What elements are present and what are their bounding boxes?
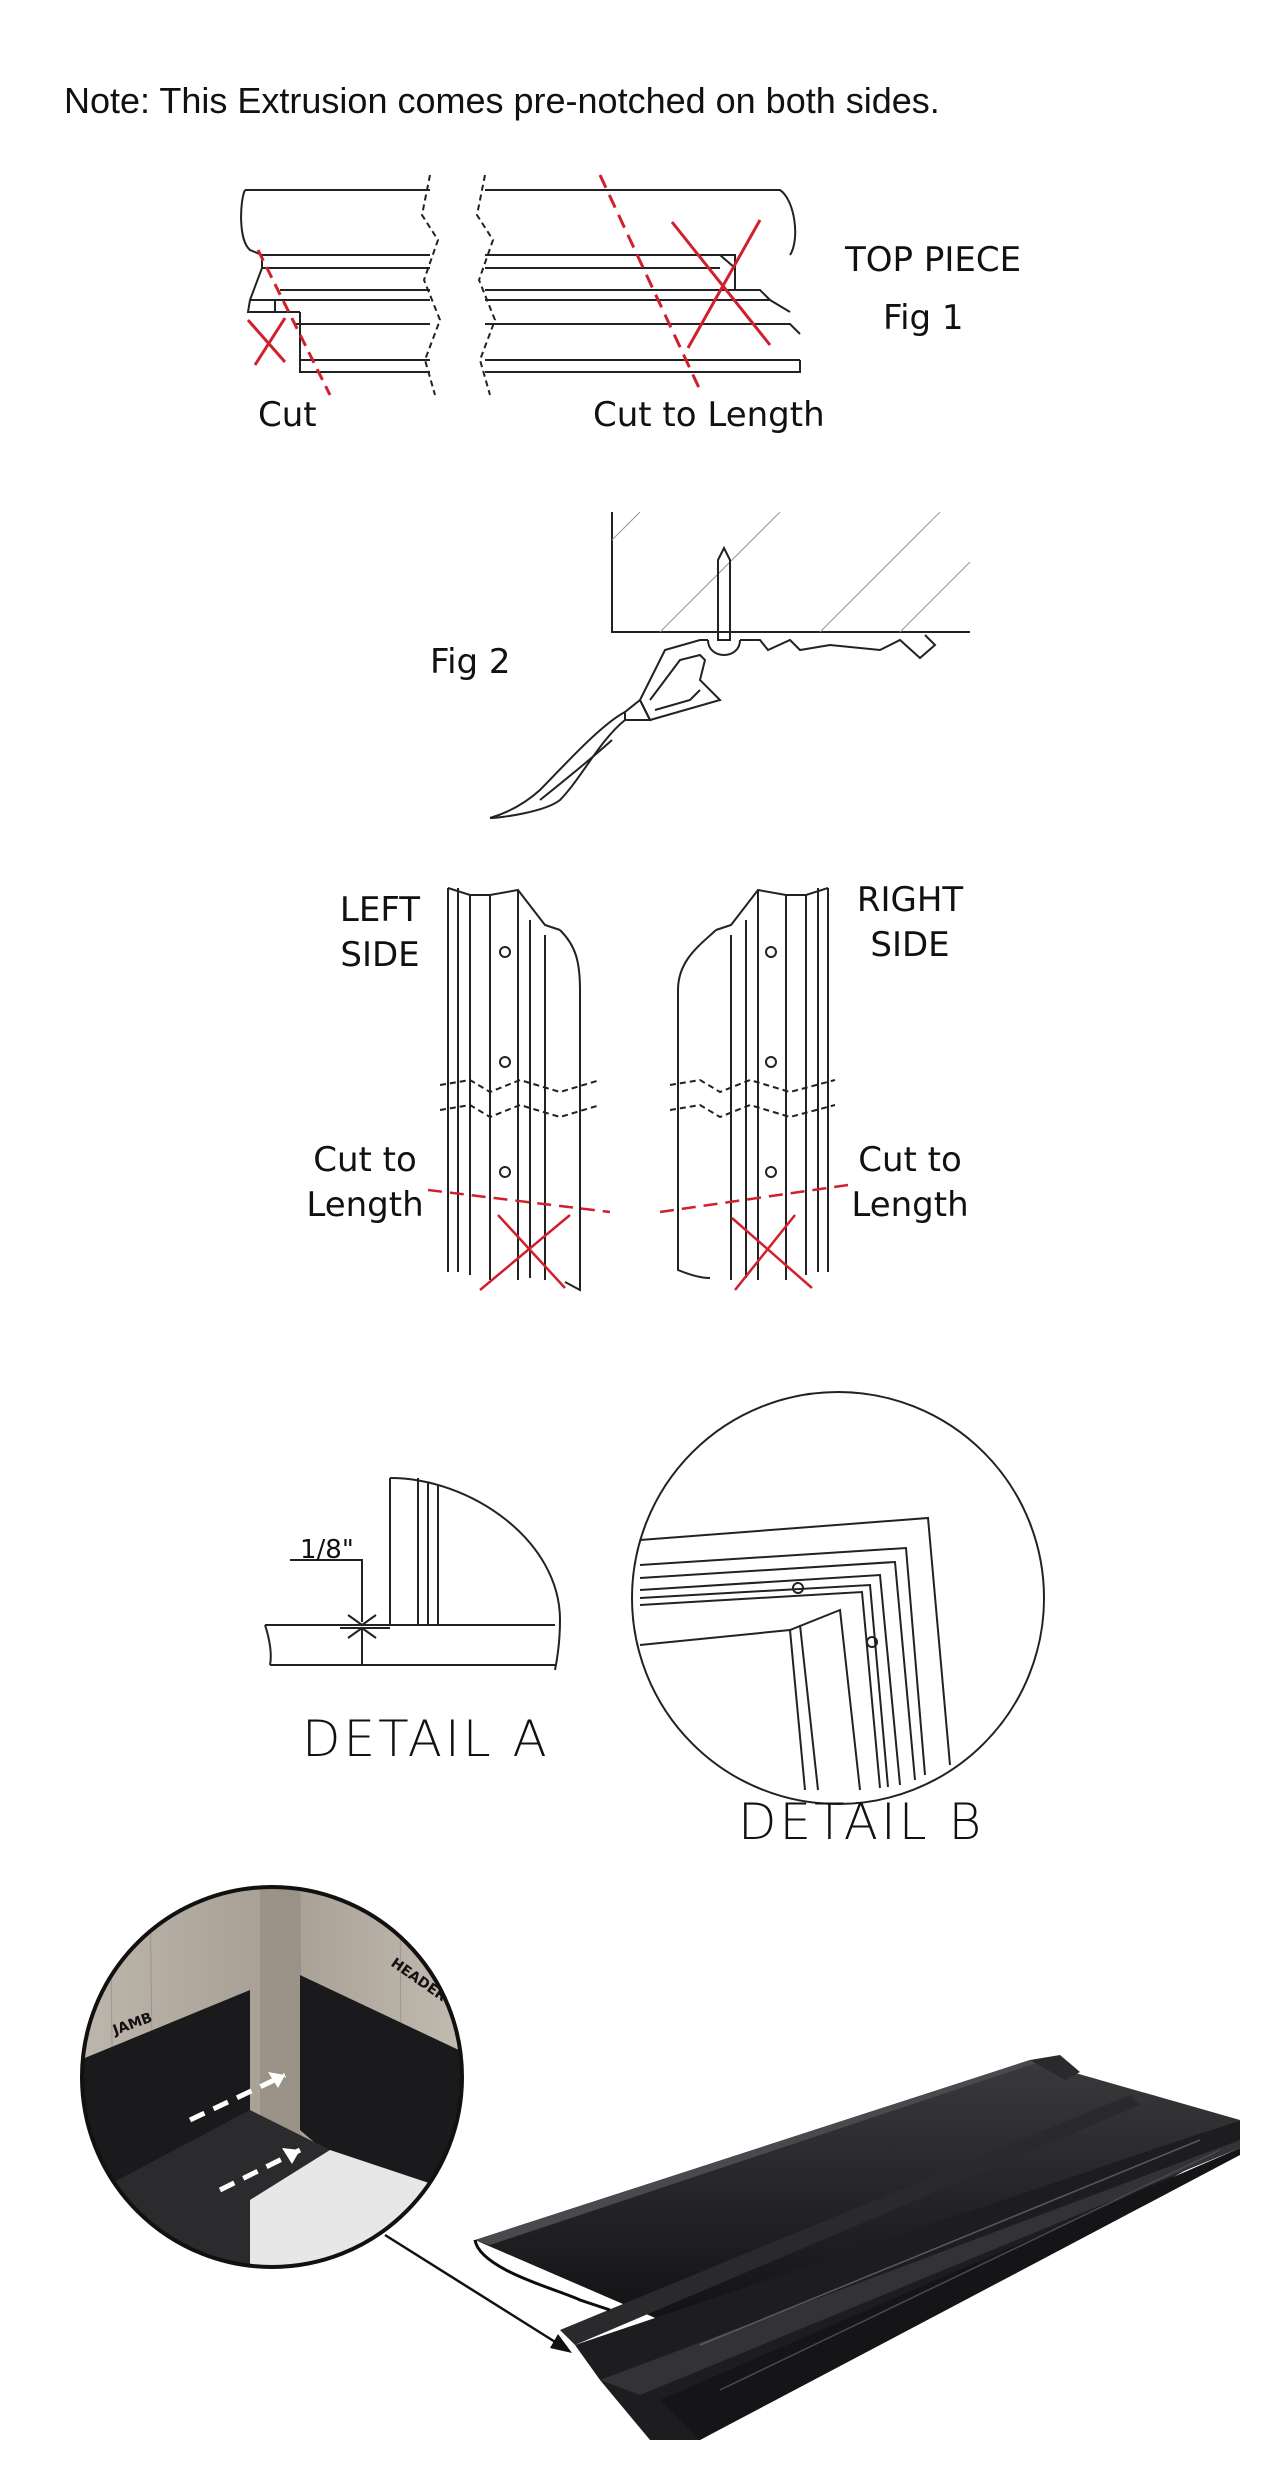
left-cut-label-line1: Cut to	[313, 1140, 417, 1180]
right-cut-label-line2: Length	[851, 1185, 969, 1225]
photo-header-label: HEADER	[388, 1955, 450, 2005]
left-side-label-line1: LEFT	[339, 890, 421, 930]
detail-a-dimension: 1/8"	[300, 1535, 354, 1565]
detail-b-title: DETAIL B	[738, 1793, 985, 1851]
left-side-label-line2: SIDE	[340, 935, 420, 975]
fig2-caption: Fig 2	[430, 642, 511, 682]
left-cut-label-line2: Length	[306, 1185, 424, 1225]
right-cut-label-line1: Cut to	[858, 1140, 962, 1180]
right-side-label-line1: RIGHT	[856, 880, 964, 920]
note-text: Note: This Extrusion comes pre-notched o…	[64, 80, 940, 121]
photo-jamb-label: JAMB	[110, 2010, 155, 2039]
detail-a-title: DETAIL A	[302, 1710, 550, 1768]
right-side-label-line2: SIDE	[870, 925, 950, 965]
fig1-title: TOP PIECE	[845, 240, 1022, 280]
fig1-cut-to-length-label: Cut to Length	[593, 395, 825, 435]
fig1-caption: Fig 1	[883, 298, 964, 338]
fig1-cut-label: Cut	[258, 395, 317, 435]
